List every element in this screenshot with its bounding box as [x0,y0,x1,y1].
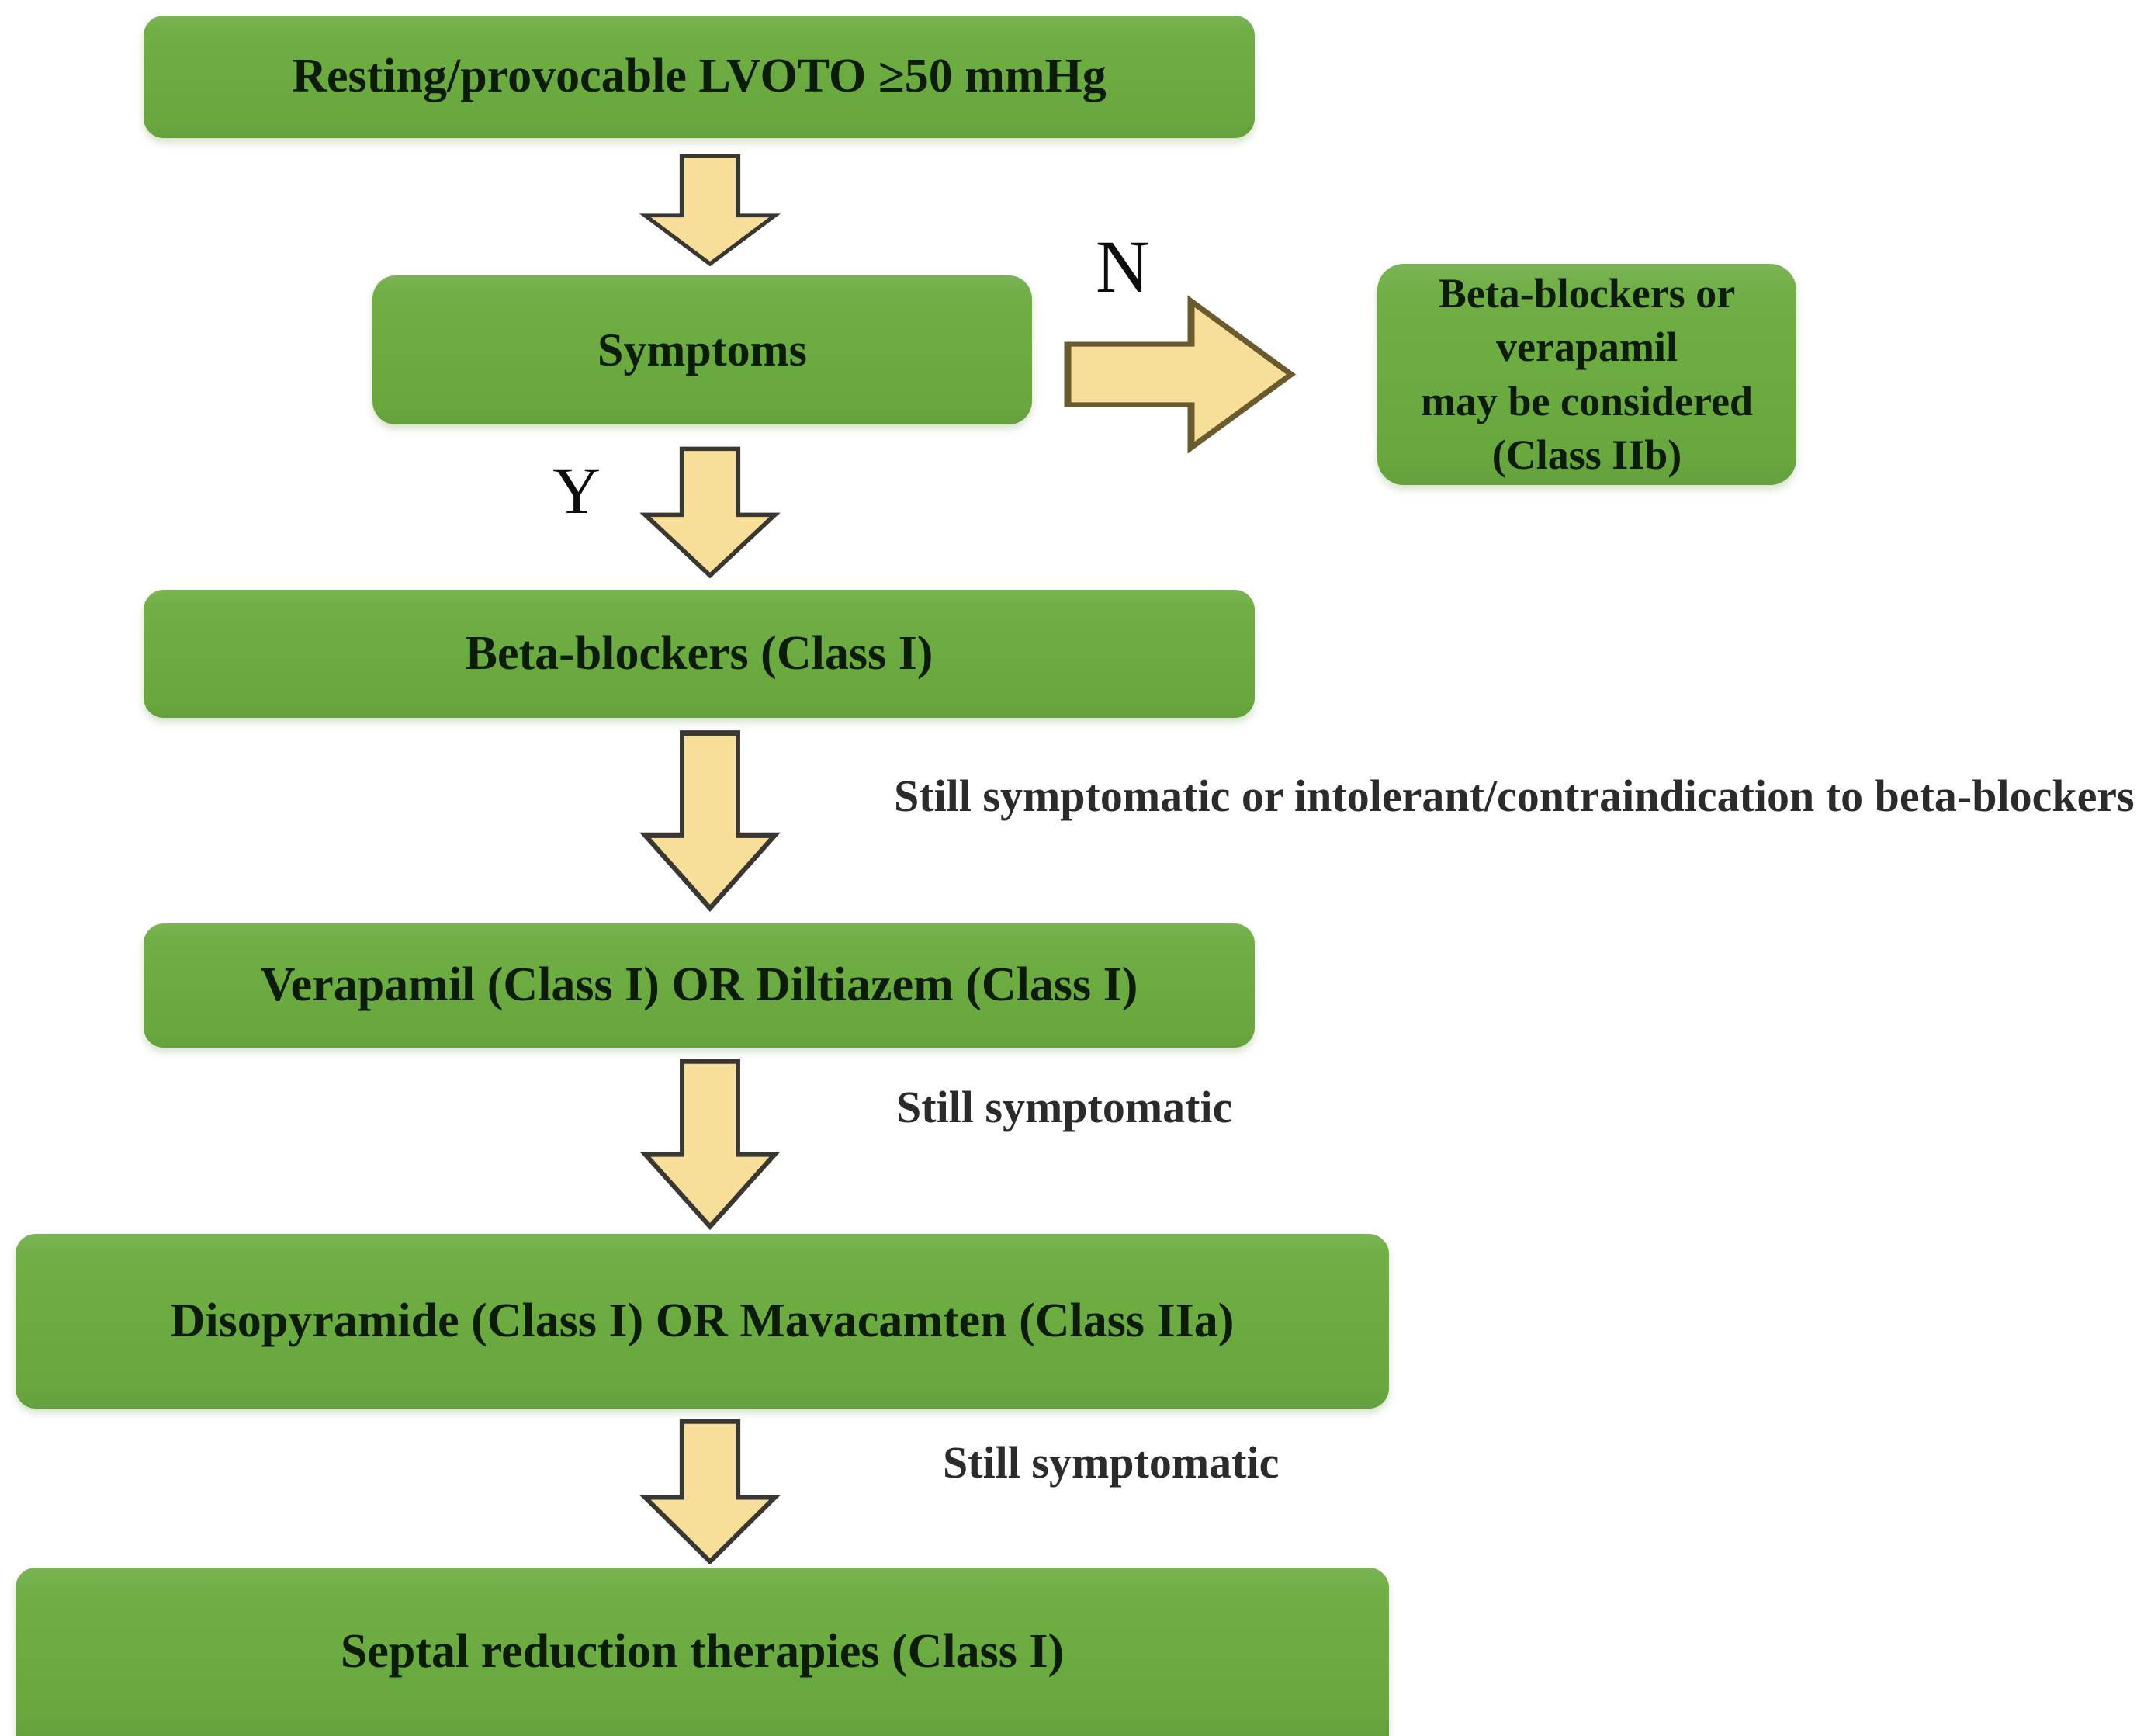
arrow-down-disopyramide-to-septal-reduction [636,1419,784,1564]
arrow-down-symptoms-to-beta-blockers [636,446,784,578]
node-label: Septal reduction therapies (Class I) [340,1624,1065,1678]
arrow-right-symptoms-to-beta-blockers-or-verapamil [1063,295,1296,454]
edge-label-still-symptomatic-1: Still symptomatic [896,1082,1233,1132]
node-verapamil-or-diltiazem-class-i: Verapamil (Class I) OR Diltiazem (Class … [144,923,1255,1048]
arrow-down-beta-blockers-to-verapamil [636,729,784,912]
node-symptoms: Symptoms [372,275,1032,424]
node-beta-blockers-or-verapamil-class-iib: Beta-blockers or verapamil may be consid… [1377,264,1796,485]
edge-label-still-symptomatic-2: Still symptomatic [943,1437,1280,1488]
node-label: Disopyramide (Class I) OR Mavacamten (Cl… [170,1294,1235,1347]
arrow-down-verapamil-to-disopyramide [636,1058,784,1230]
node-label: Beta-blockers or verapamil may be consid… [1421,270,1753,478]
node-disopyramide-or-mavacamten: Disopyramide (Class I) OR Mavacamten (Cl… [16,1234,1389,1409]
node-septal-reduction-therapies-class-i: Septal reduction therapies (Class I) [16,1568,1389,1736]
node-label: Verapamil (Class I) OR Diltiazem (Class … [260,958,1138,1012]
node-beta-blockers-class-i: Beta-blockers (Class I) [144,590,1255,718]
edge-label-still-symptomatic-or-intolerant: Still symptomatic or intolerant/contrain… [894,771,2135,821]
branch-label-yes: Y [552,453,601,528]
node-label: Resting/provocable LVOTO ≥50 mmHg [292,50,1107,103]
node-label: Symptoms [597,324,808,376]
arrow-down-lvoto-to-symptoms [636,154,784,266]
branch-label-no: N [1096,225,1150,308]
node-label: Beta-blockers (Class I) [465,626,933,680]
node-resting-provocable-lvoto: Resting/provocable LVOTO ≥50 mmHg [144,16,1255,138]
